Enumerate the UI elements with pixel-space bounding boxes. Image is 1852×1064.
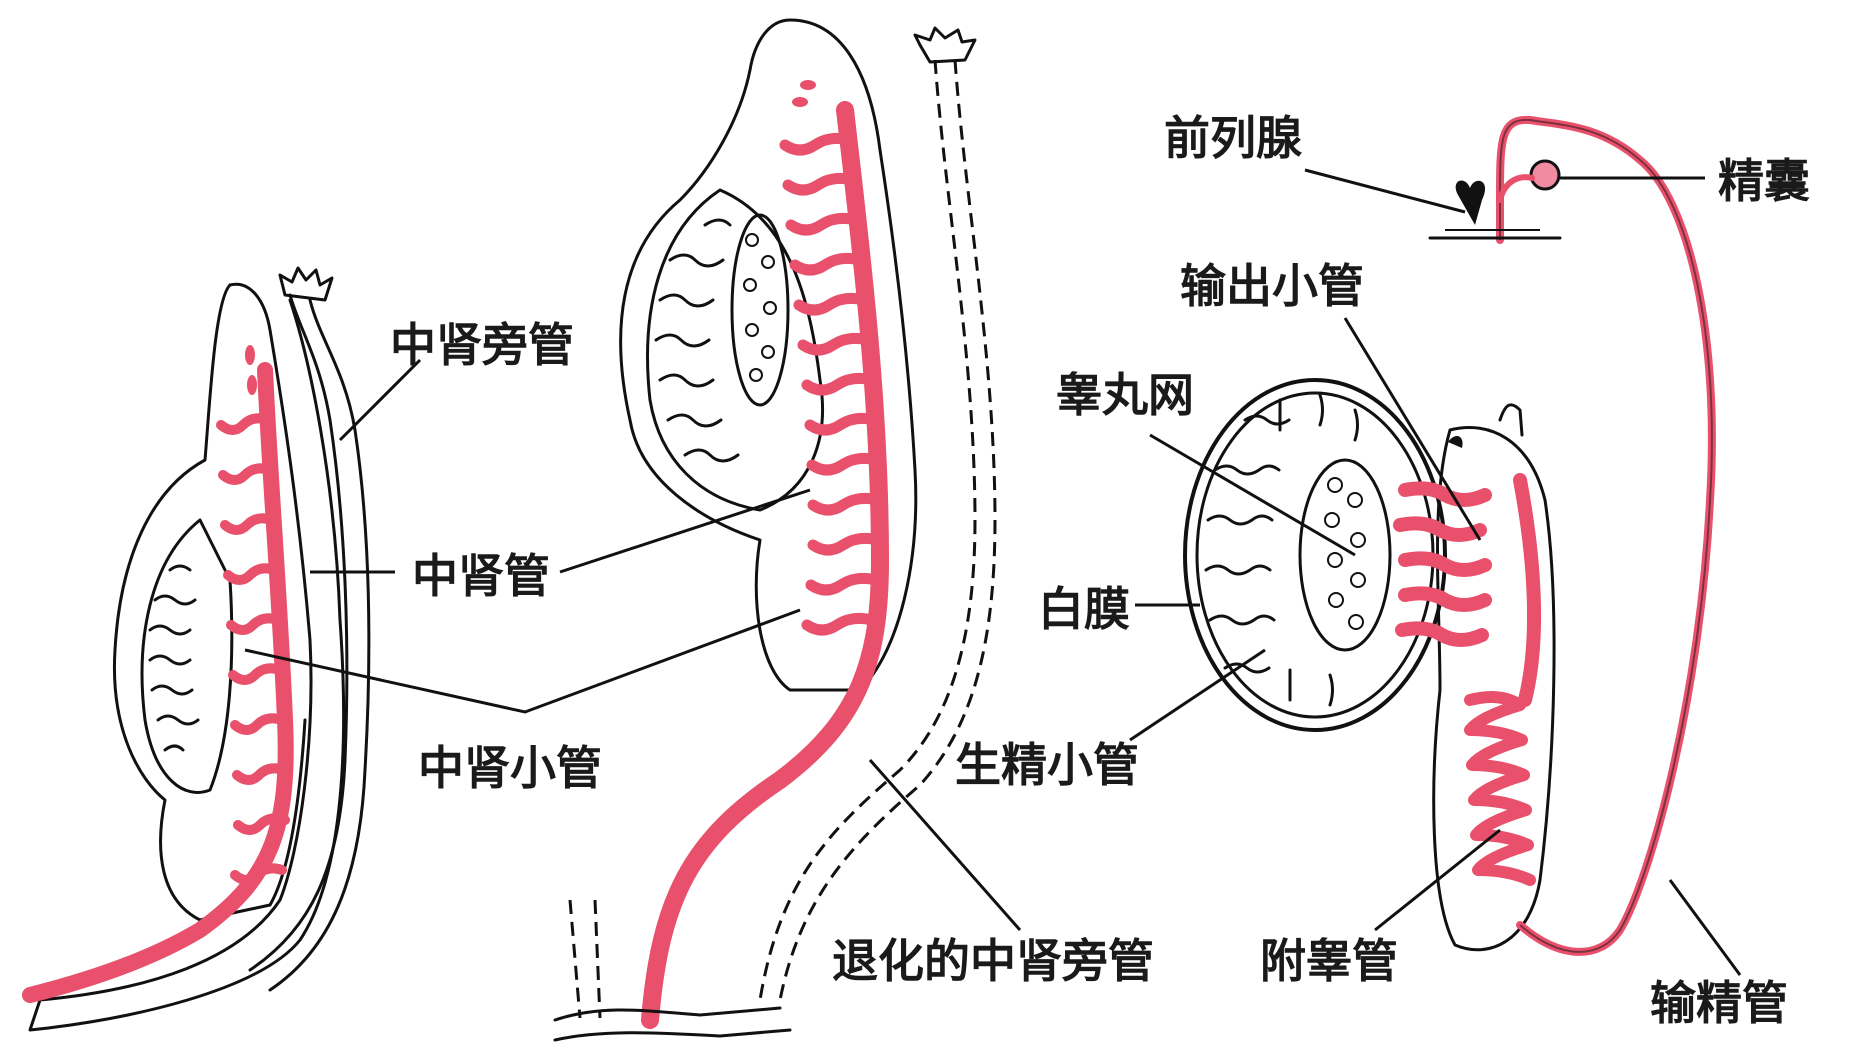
stage1-duct-funnel	[280, 268, 332, 300]
label-paramesonephric-duct: 中肾旁管	[390, 322, 574, 368]
label-efferent-ductules: 输出小管	[1180, 263, 1364, 309]
stage3-prostate	[1456, 181, 1485, 225]
stage3-rete-cells	[1325, 478, 1365, 629]
leader-vas-deferens	[1670, 880, 1740, 975]
label-mesonephric-tubules: 中肾小管	[418, 745, 602, 791]
label-epididymis: 附睾管	[1260, 938, 1398, 984]
label-tunica-albuginea: 白膜	[1038, 586, 1130, 632]
stage3-epididymis-head-duct	[1520, 480, 1534, 700]
stage3-epididymal-duct-coils	[1470, 697, 1530, 880]
stage2-funnel	[915, 28, 975, 62]
leader-mesonephric-tubules	[245, 610, 800, 712]
label-prostate: 前列腺	[1164, 115, 1302, 161]
stage1-gonad	[30, 268, 369, 1030]
stage2-testis	[555, 20, 995, 1040]
leader-epididymis	[1375, 830, 1500, 930]
leader-seminiferous	[1130, 650, 1265, 740]
leader-prostate	[1305, 170, 1465, 212]
stage2-base-dash-b	[595, 900, 600, 1018]
stage1-sex-cords	[150, 566, 198, 750]
label-degenerated-paramesonephric-duct: 退化的中肾旁管	[832, 938, 1154, 984]
label-seminiferous-tubules: 生精小管	[955, 742, 1139, 788]
stage3-rete-testis	[1300, 460, 1390, 650]
stage3-appendix-dot	[1448, 436, 1463, 448]
stage2-rete-cells	[744, 234, 776, 381]
label-seminal-vesicle: 精囊	[1718, 158, 1810, 204]
label-vas-deferens: 输精管	[1650, 980, 1788, 1026]
stage2-base-dash-a	[570, 900, 580, 1018]
stage2-base-line-a	[555, 1008, 780, 1020]
stage3-appendix	[1500, 405, 1522, 435]
stage3-seminal-vesicle	[1531, 161, 1559, 189]
stage2-rete	[732, 215, 788, 405]
stage1-tubule-buds	[245, 345, 257, 395]
label-mesonephric-duct: 中肾管	[412, 553, 550, 599]
stage3-tunica-inner	[1197, 393, 1433, 717]
stage3-seminiferous-tubules	[1206, 395, 1358, 705]
stage2-mesonephric-duct	[650, 110, 880, 1020]
stage1-mesonephros-outline	[30, 284, 344, 1030]
stage2-base-line-b	[555, 1030, 790, 1040]
stage2-degenerated-duct-a	[760, 60, 975, 1000]
stage2-tubule-buds	[792, 80, 816, 107]
leader-rete-testis	[1150, 435, 1355, 555]
stage3-vesicle-duct	[1500, 177, 1532, 200]
label-rete-testis: 睾丸网	[1056, 372, 1194, 418]
stage2-seminiferous-cords	[656, 220, 738, 461]
leader-paramesonephric-duct	[340, 360, 420, 440]
stage3-adult-system	[1185, 120, 1712, 952]
